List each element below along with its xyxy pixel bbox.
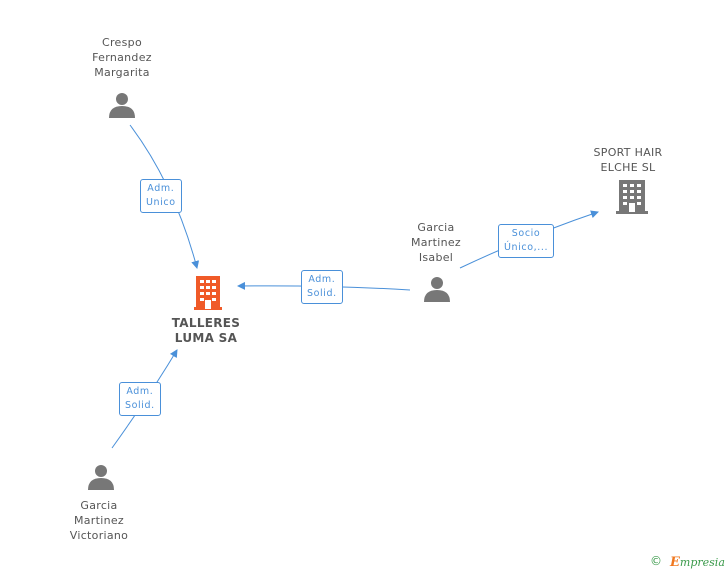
main-company-building-icon[interactable]: [194, 276, 222, 312]
company-label-talleres[interactable]: TALLERES LUMA SA: [171, 316, 241, 345]
person-icon[interactable]: [87, 463, 115, 491]
company-building-icon[interactable]: [616, 180, 648, 214]
edge-label-adm-unico[interactable]: Adm. Unico: [140, 179, 182, 213]
edge-label-adm-solid-isabel[interactable]: Adm. Solid.: [301, 270, 343, 304]
edge-label-socio-unico[interactable]: Socio Único,...: [498, 224, 555, 258]
person-icon[interactable]: [423, 275, 451, 303]
copyright-symbol: ©: [650, 554, 662, 568]
person-icon[interactable]: [108, 91, 136, 119]
person-label-victoriano[interactable]: Garcia Martinez Victoriano: [69, 499, 129, 542]
empresia-logo[interactable]: Empresia: [670, 555, 725, 570]
person-label-crespo[interactable]: Crespo Fernandez Margarita: [92, 36, 152, 79]
company-label-sport-hair[interactable]: SPORT HAIR ELCHE SL: [593, 146, 663, 174]
person-label-isabel[interactable]: Garcia Martinez Isabel: [410, 221, 462, 264]
edge-label-adm-solid-victoriano[interactable]: Adm. Solid.: [119, 382, 161, 416]
